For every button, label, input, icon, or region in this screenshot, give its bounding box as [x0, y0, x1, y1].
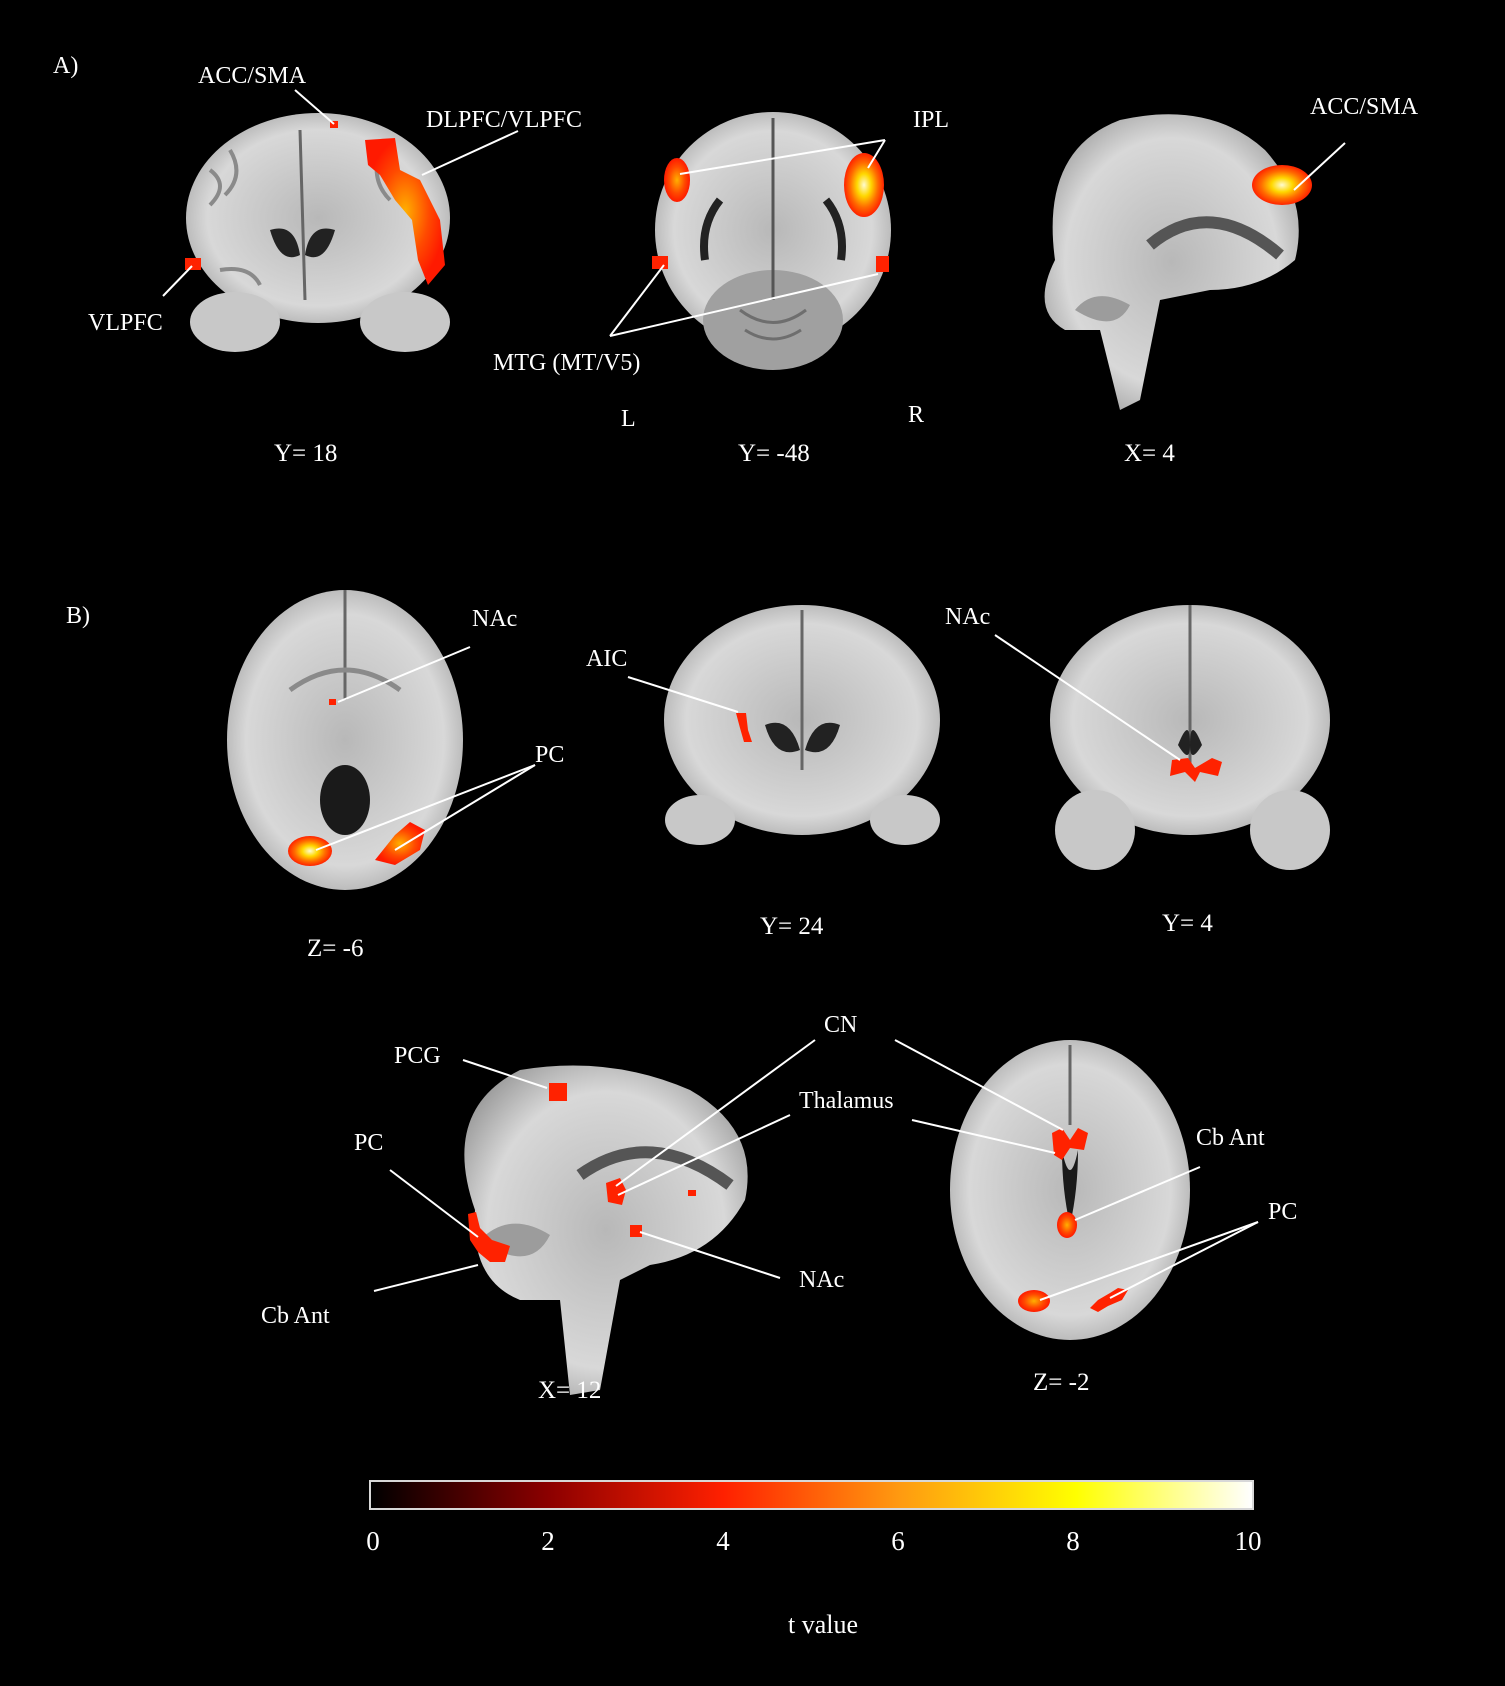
brain-slice-a3-sagittal: [1044, 114, 1312, 411]
slice-coord-b1: Z= -6: [307, 935, 364, 962]
colorbar: [369, 1480, 1254, 1510]
activation-dlpfc: [365, 138, 445, 285]
orientation-right: R: [908, 402, 925, 428]
activation-nac-b3: [1170, 758, 1222, 782]
region-label-nac-axial: NAc: [472, 606, 518, 632]
orientation-left: L: [621, 406, 636, 432]
region-label-dlpfc-vlpfc: DLPFC/VLPFC: [426, 107, 583, 133]
slice-coord-a2: Y= -48: [738, 440, 810, 467]
region-label-vlpfc: VLPFC: [88, 310, 163, 336]
region-label-thalamus: Thalamus: [799, 1088, 894, 1114]
region-label-acc-sma-sagittal: ACC/SMA: [1310, 94, 1419, 120]
region-label-acc-sma: ACC/SMA: [198, 63, 307, 89]
region-label-aic: AIC: [586, 646, 628, 672]
brain-slice-b4-sagittal: [464, 1065, 748, 1395]
colorbar-tick-0: 0: [366, 1526, 380, 1556]
colorbar-tick-1: 2: [541, 1526, 555, 1556]
colorbar-tick-2: 4: [716, 1526, 730, 1556]
slice-coord-b5: Z= -2: [1033, 1369, 1090, 1396]
brain-slice-b3-coronal: [1050, 605, 1330, 870]
panel-label-a: A): [53, 53, 79, 79]
slice-coord-a3: X= 4: [1124, 440, 1175, 467]
activation-cn-thalamus: [1052, 1128, 1088, 1160]
colorbar-tick-4: 8: [1066, 1526, 1080, 1556]
region-label-cn: CN: [824, 1012, 858, 1038]
slice-coord-b2: Y= 24: [760, 913, 824, 940]
region-label-nac-sagittal: NAc: [799, 1267, 845, 1293]
panel-label-b: B): [66, 603, 90, 629]
activation-acc-sma: [1252, 165, 1312, 205]
region-label-pc-axial-2: PC: [1268, 1199, 1298, 1225]
colorbar-unit-label: t value: [787, 1610, 859, 1639]
region-label-pc-axial: PC: [535, 742, 565, 768]
region-label-pcg: PCG: [394, 1043, 441, 1069]
region-label-cb-ant-axial: Cb Ant: [1196, 1125, 1265, 1151]
activation-aic: [736, 713, 752, 742]
slice-coord-b4: X= 12: [538, 1377, 602, 1404]
slice-coord-b3: Y= 4: [1162, 910, 1213, 937]
brain-slice-b1-axial: [227, 590, 463, 890]
colorbar-tick-5: 10: [1234, 1526, 1262, 1556]
region-label-ipl: IPL: [913, 107, 949, 133]
brain-slice-b2-coronal: [664, 605, 940, 845]
region-label-cb-ant-sagittal: Cb Ant: [261, 1303, 330, 1329]
brain-slice-a1-coronal: [185, 113, 450, 352]
region-label-mtg: MTG (MT/V5): [493, 350, 641, 376]
activation-ipl: [844, 153, 884, 217]
activation-pc-left: [288, 836, 332, 866]
colorbar-tick-3: 6: [891, 1526, 905, 1556]
brain-slice-b5-axial: [950, 1040, 1190, 1340]
region-label-pc-sagittal: PC: [354, 1130, 384, 1156]
brain-slice-a2-coronal: [652, 112, 891, 370]
slice-coord-a1: Y= 18: [274, 440, 338, 467]
region-label-nac-coronal: NAc: [945, 604, 991, 630]
